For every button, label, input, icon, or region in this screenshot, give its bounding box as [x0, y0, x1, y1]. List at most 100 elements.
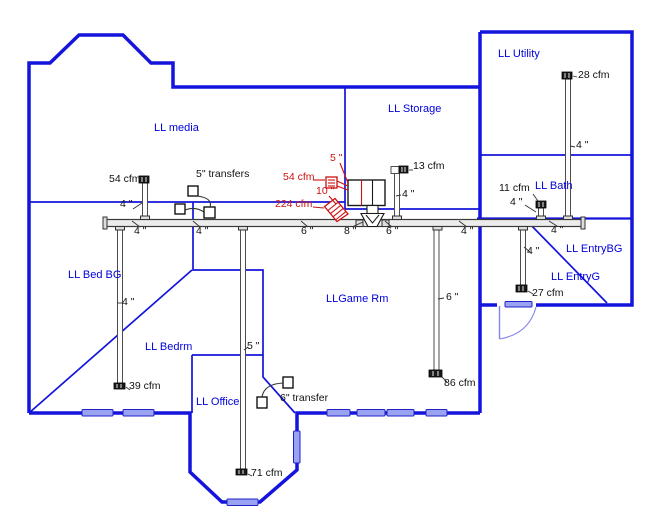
- window: [356, 409, 386, 417]
- cfm-label-entry: 27 cfm: [532, 287, 564, 299]
- size-label-riser-storage: 4 ": [402, 188, 415, 200]
- leader-lines: [117, 75, 578, 477]
- transfer-arc: [261, 382, 284, 398]
- size-label-riser-utility: 4 ": [576, 139, 589, 151]
- takeoff-collar: [140, 215, 150, 220]
- cfm-label-return-grille: 54 cfm: [283, 171, 315, 183]
- size-label-riser-office: 5 ": [247, 340, 260, 352]
- leader-grille-b: [336, 185, 349, 191]
- duct-riser-utility: [565, 78, 571, 221]
- takeoff-collar: [238, 226, 248, 231]
- room-label-utility: LL Utility: [498, 48, 540, 60]
- trunk-endcap-left: [102, 216, 108, 230]
- trunk-endcap-right: [580, 216, 586, 230]
- transfer-arc: [184, 207, 205, 213]
- cfm-label-return-total: 224 cfm: [275, 198, 313, 210]
- main-trunk: [102, 215, 586, 231]
- flex-corrugation: [332, 208, 344, 218]
- window-bay-bottom: [226, 498, 259, 506]
- transfer-grille: [256, 396, 268, 409]
- leader-10in: [328, 195, 337, 205]
- register-media-54: [138, 175, 150, 184]
- wall-utility-entry: [480, 30, 634, 307]
- size-label-return-flex: 10 ": [316, 185, 335, 197]
- room-label-entry-g: LL EntryG: [551, 271, 601, 283]
- wall-entry-diagonal: [526, 220, 608, 304]
- duct-riser-game: [433, 225, 440, 371]
- cfm-label-storage: 13 cfm: [413, 160, 445, 172]
- register-office-71: [235, 468, 248, 476]
- transfer-grille: [282, 376, 294, 389]
- wye-vanes: [365, 214, 380, 224]
- red-leader-lines: [312, 162, 349, 209]
- transfer-grille: [203, 206, 216, 219]
- return-grille: [325, 176, 338, 189]
- takeoff-collar: [432, 226, 443, 231]
- transfer-grilles: [174, 185, 294, 409]
- entry-door: [498, 306, 537, 340]
- label-transfer-6in: 6" transfer: [280, 392, 329, 404]
- label-transfers-5in: 5" transfers: [196, 168, 250, 180]
- leader-grille-a: [336, 180, 349, 187]
- cfm-label-media: 54 cfm: [109, 173, 141, 185]
- leader-return5: [339, 162, 349, 184]
- flex-corrugation: [335, 211, 346, 221]
- register-utility-28: [561, 71, 573, 80]
- register-bedbg-39: [113, 382, 126, 390]
- wye-wing-right: [381, 219, 390, 227]
- window: [425, 409, 448, 417]
- supply-neck: [366, 204, 379, 215]
- takeoff-collar: [563, 215, 573, 220]
- size-label-trunk-right-6: 6 ": [386, 225, 399, 237]
- flex-corrugation: [330, 205, 341, 215]
- size-label-trunk-left-1: 4 ": [134, 225, 147, 237]
- leader-224cfm: [312, 206, 325, 209]
- windows: [81, 301, 533, 506]
- door-threshold: [504, 301, 533, 308]
- takeoff-collar: [518, 226, 528, 231]
- register-storage-13: [398, 165, 409, 174]
- window: [122, 409, 155, 417]
- duct-riser-media: [142, 182, 148, 221]
- size-label-trunk-left-2: 4 ": [196, 225, 209, 237]
- room-label-office: LL Office: [196, 396, 240, 408]
- transfer-grille: [187, 185, 199, 197]
- size-label-riser-entry: 4 ": [527, 245, 540, 257]
- window: [386, 409, 415, 417]
- size-label-riser-bath: 4 ": [510, 196, 523, 208]
- register-game-86: [428, 369, 443, 378]
- duct-elbow-storage: [390, 166, 400, 174]
- cfm-label-utility: 28 cfm: [578, 69, 610, 81]
- return-flex-duct: [323, 197, 349, 223]
- cfm-label-bed-bg: 39 cfm: [129, 380, 161, 392]
- wall-bedrm-game: [192, 202, 296, 414]
- furnace-body: [347, 179, 386, 207]
- door-swing-arc: [499, 306, 537, 340]
- window: [326, 409, 351, 417]
- size-label-riser-game: 6 ": [446, 291, 459, 303]
- cfm-label-bath: 11 cfm: [499, 182, 530, 194]
- wall-bedbg-diagonal: [28, 269, 193, 414]
- room-label-storage: LL Storage: [388, 103, 442, 115]
- size-label-trunk-4b: 4 ": [551, 224, 564, 236]
- window-bay-side: [293, 430, 301, 464]
- takeoff-collar: [115, 226, 125, 231]
- size-label-trunk-8: 8 ": [344, 225, 357, 237]
- wall-perimeter-bottom: [29, 411, 480, 504]
- room-label-bath: LL Bath: [535, 180, 573, 192]
- takeoff-collar: [536, 215, 546, 220]
- transfer-arc: [196, 195, 212, 208]
- room-label-bedrm: LL Bedrm: [145, 341, 193, 353]
- size-label-riser-media: 4 ": [120, 198, 133, 210]
- register-entry-27: [515, 284, 528, 293]
- room-label-media: LL media: [154, 122, 199, 134]
- size-label-riser-bed-bg: 4 ": [122, 296, 135, 308]
- supply-register-boots: [113, 71, 573, 476]
- duct-riser-entry: [520, 225, 526, 286]
- cfm-label-office: 71 cfm: [251, 467, 283, 479]
- duct-riser-office: [240, 225, 246, 470]
- room-label-entry-bg: LL EntryBG: [566, 243, 623, 255]
- room-label-game: LLGame Rm: [326, 293, 389, 305]
